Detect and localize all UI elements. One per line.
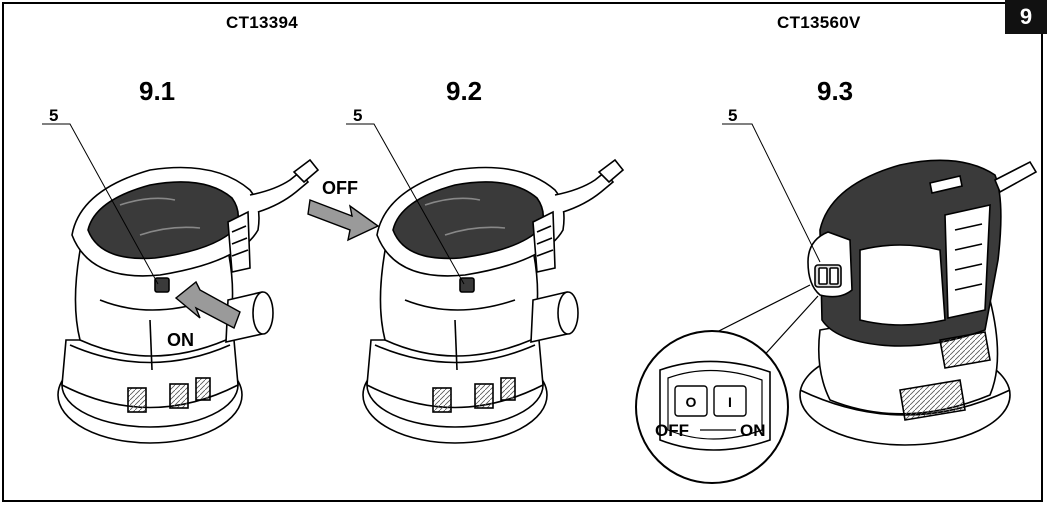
switch-off-rocker (674, 385, 708, 417)
leader-line-fig1 (42, 123, 159, 285)
vent-fig3 (899, 331, 991, 421)
callout-5-fig1: 5 (49, 106, 59, 125)
on-label-fig1: ON (167, 330, 194, 350)
callout-5-fig3: 5 (728, 106, 738, 125)
switch-button-fig2 (459, 277, 475, 293)
off-label-fig2: OFF (322, 178, 358, 198)
on-arrow (174, 280, 241, 329)
off-symbol: O (686, 394, 697, 410)
detail-on-label: ON (740, 421, 766, 440)
callout-5-fig2: 5 (353, 106, 363, 125)
switch-detail-zoom: O I OFF ON (635, 284, 819, 484)
sander-fig1 (57, 158, 320, 444)
model-label-right: CT13560V (777, 13, 861, 32)
leader-line-fig2 (346, 123, 465, 285)
leader-line-fig3 (722, 123, 821, 263)
figure-label-9-2: 9.2 (446, 76, 483, 106)
sander-fig3 (799, 159, 1038, 446)
figure-label-9-1: 9.1 (139, 76, 176, 106)
switch-button-fig1 (154, 277, 170, 293)
model-label-left: CT13394 (226, 13, 299, 32)
page-number-badge: 9 (1005, 0, 1047, 34)
off-arrow (307, 199, 380, 242)
vent-fig2 (432, 377, 516, 413)
sander-fig2 (362, 158, 625, 444)
on-symbol: I (728, 394, 732, 410)
vent-fig1 (127, 377, 211, 413)
figure-label-9-3: 9.3 (817, 76, 854, 106)
detail-off-label: OFF (655, 421, 689, 440)
switch-on-rocker (713, 385, 747, 417)
